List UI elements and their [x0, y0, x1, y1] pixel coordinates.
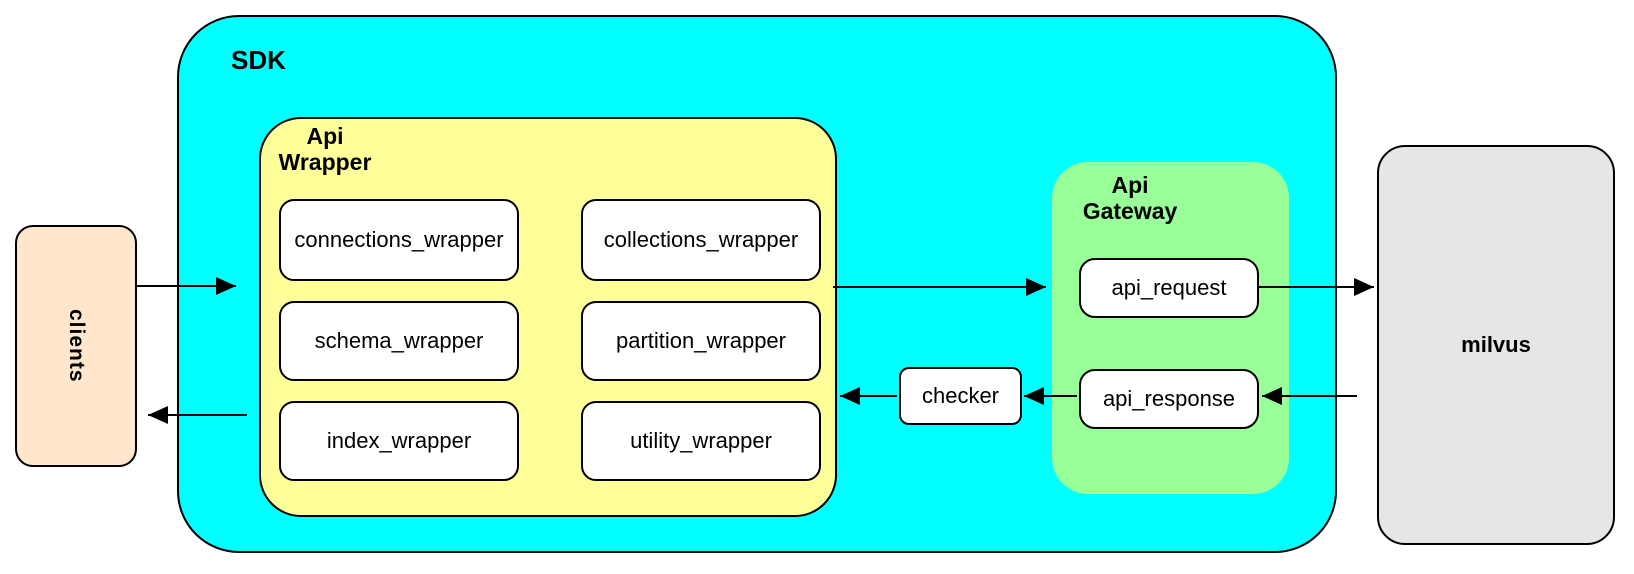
index-wrapper-node: index_wrapper	[279, 401, 519, 481]
api-gateway-label-line2: Gateway	[1082, 198, 1178, 224]
clients-node: clients	[15, 225, 137, 467]
partition-wrapper-node: partition_wrapper	[581, 301, 821, 381]
api-response-node: api_response	[1079, 369, 1259, 429]
api-wrapper-container: Api Wrapper connections_wrapper collecti…	[259, 117, 837, 517]
connections-wrapper-node: connections_wrapper	[279, 199, 519, 281]
collections-wrapper-node: collections_wrapper	[581, 199, 821, 281]
sdk-container: SDK Api Wrapper connections_wrapper coll…	[177, 15, 1337, 553]
checker-node: checker	[899, 367, 1022, 425]
api-gateway-label: Api Gateway	[1060, 172, 1200, 224]
api-gateway-label-line1: Api	[1111, 172, 1149, 198]
sdk-label: SDK	[231, 45, 286, 75]
api-wrapper-label: Api Wrapper	[261, 123, 389, 175]
milvus-node: milvus	[1377, 145, 1615, 545]
clients-label: clients	[65, 309, 88, 383]
api-wrapper-label-line1: Api	[306, 123, 344, 149]
api-gateway-container: Api Gateway api_request api_response	[1052, 162, 1289, 494]
api-wrapper-label-line2: Wrapper	[278, 149, 372, 175]
utility-wrapper-node: utility_wrapper	[581, 401, 821, 481]
api-request-node: api_request	[1079, 258, 1259, 318]
schema-wrapper-node: schema_wrapper	[279, 301, 519, 381]
